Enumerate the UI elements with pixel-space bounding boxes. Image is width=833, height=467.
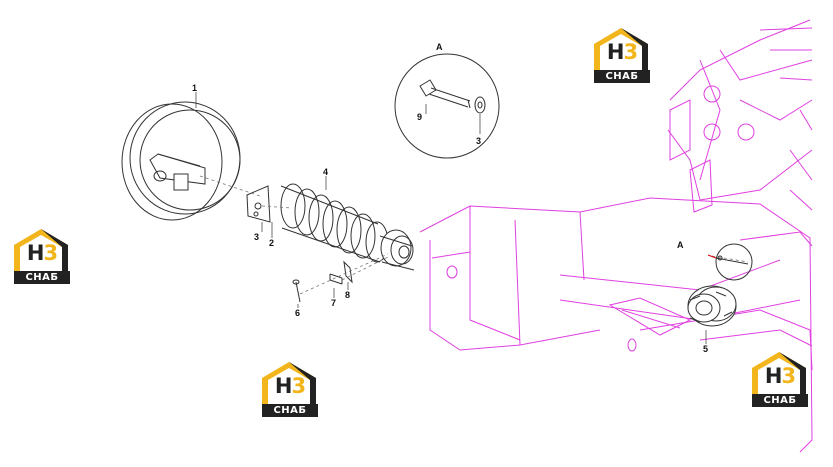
part-label-2: 2 — [269, 238, 274, 248]
recoil-spring — [246, 183, 415, 271]
logo-mark: H3 — [26, 241, 58, 265]
final-drive — [687, 285, 737, 327]
part-label-6: 6 — [295, 308, 300, 318]
logo-text: СНАБ — [14, 271, 70, 284]
logo-mark: H3 — [764, 364, 796, 388]
logo-text: СНАБ — [262, 404, 318, 417]
logo-house-icon — [262, 362, 316, 404]
logo-mark: H3 — [274, 374, 306, 398]
part-label-3-detail: 3 — [476, 136, 481, 146]
detail-view-a — [394, 53, 500, 159]
logo-text: СНАБ — [594, 70, 650, 83]
watermark-logo: H3 СНАБ — [588, 26, 654, 84]
callout-a-label: A — [677, 240, 684, 250]
part-label-7: 7 — [331, 298, 336, 308]
leader-lines — [195, 92, 707, 344]
logo-house-icon — [752, 352, 806, 394]
logo-house-icon — [594, 28, 648, 70]
part-label-4: 4 — [323, 167, 328, 177]
part-label-8: 8 — [345, 290, 350, 300]
part-label-3: 3 — [254, 232, 259, 242]
part-label-1: 1 — [192, 83, 197, 93]
logo-text: СНАБ — [752, 394, 808, 407]
logo-house-icon — [14, 229, 68, 271]
callout-a — [707, 243, 753, 281]
watermark-logo: H3 СНАБ — [746, 350, 812, 408]
part-label-5: 5 — [703, 344, 708, 354]
small-parts — [292, 260, 353, 303]
part-label-9: 9 — [417, 112, 422, 122]
watermark-logo: H3 СНАБ — [8, 227, 74, 285]
detail-a-label: A — [436, 42, 443, 52]
watermark-logo: H3 СНАБ — [256, 360, 322, 418]
assembly-lines — [199, 175, 749, 295]
idler-wheel — [121, 101, 241, 221]
logo-mark: H3 — [606, 40, 638, 64]
